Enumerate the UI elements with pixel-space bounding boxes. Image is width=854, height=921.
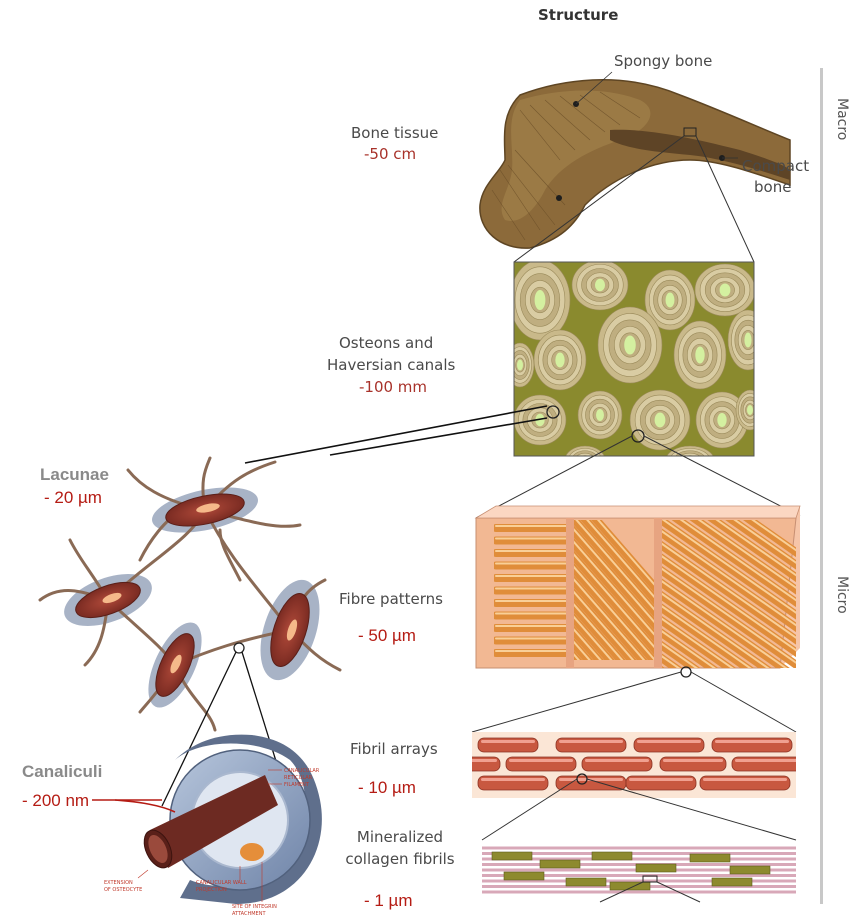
label-canaliculi: Canaliculi — [22, 760, 102, 783]
mineral-crystal — [540, 860, 580, 868]
size-bone-tissue: -50 cm — [364, 143, 416, 166]
diagram-title: Structure — [538, 6, 618, 24]
label-mineralized-2: collagen fibrils — [335, 848, 465, 871]
label-fibril-arrays: Fibril arrays — [350, 738, 438, 761]
size-fibre-patterns: - 50 µm — [358, 624, 416, 647]
size-lacunae: - 20 µm — [44, 486, 102, 509]
mineral-crystal — [690, 854, 730, 862]
size-canaliculi: - 200 nm — [22, 789, 89, 812]
label-bone-tissue: Bone tissue — [351, 122, 438, 145]
callout-canalicular-wall: CANALICULAR WALL — [196, 880, 247, 886]
label-lacunae: Lacunae — [40, 463, 109, 486]
size-fibril-arrays: - 10 µm — [358, 776, 416, 799]
mineral-crystal — [730, 866, 770, 874]
scale-label-micro: Micro — [834, 576, 850, 614]
label-compact-bone: bone — [754, 176, 791, 199]
mineralized-fibrils — [482, 842, 796, 902]
label-mineralized-1: Mineralized — [335, 826, 465, 849]
osteon — [510, 260, 570, 340]
label-osteons-1: Osteons and — [339, 332, 433, 355]
callout-attachment: ATTACHMENT — [232, 911, 266, 917]
mineral-crystal — [636, 864, 676, 872]
mineral-crystal — [712, 878, 752, 886]
osteon — [736, 390, 764, 430]
label-fibre-patterns: Fibre patterns — [339, 588, 443, 611]
callout-reticular: RETICULAR — [284, 775, 312, 781]
mineral-crystal — [592, 852, 632, 860]
scale-label-macro: Macro — [834, 98, 850, 140]
mineral-crystal — [504, 872, 544, 880]
osteon — [728, 310, 768, 370]
mineral-crystal — [492, 852, 532, 860]
size-osteons: -100 mm — [359, 376, 427, 399]
label-osteons-2: Haversian canals — [327, 354, 455, 377]
osteon — [598, 307, 662, 383]
canaliculus-illustration — [138, 735, 322, 904]
mineral-crystal — [610, 882, 650, 890]
callout-extension: EXTENSION — [104, 880, 133, 886]
osteon — [572, 260, 628, 310]
fibril-array — [460, 732, 802, 798]
mineral-crystal — [566, 878, 606, 886]
lacunae-zoom-marker — [234, 643, 244, 653]
callout-filament: FILAMENT — [284, 782, 309, 788]
osteon — [674, 321, 726, 389]
osteon — [578, 391, 622, 439]
osteon — [506, 343, 534, 387]
osteons-panel — [506, 260, 768, 474]
label-spongy-bone: Spongy bone — [614, 50, 712, 73]
osteon — [565, 446, 605, 474]
osteon — [695, 264, 755, 316]
osteon — [534, 330, 586, 390]
callout-projection: PROJECTION — [196, 887, 227, 893]
label-compact: Compact — [742, 155, 809, 178]
osteon — [630, 390, 690, 450]
callout-site-of-integrin: SITE OF INTEGRIN — [232, 904, 277, 910]
callout-of-osteocyte: OF OSTEOCYTE — [104, 887, 142, 893]
size-mineralized: - 1 µm — [364, 889, 413, 912]
scale-bar — [820, 68, 823, 904]
callout-canalicular: CANALICULAR — [284, 768, 319, 774]
